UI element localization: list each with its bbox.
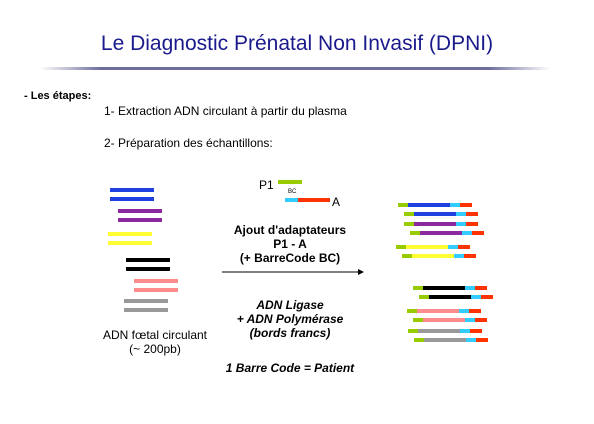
enzymes-label: ADN Ligase + ADN Polymérase (bords franc…	[205, 298, 375, 340]
fragment-strand	[134, 288, 178, 292]
ligated-p1	[407, 309, 417, 313]
ligated-a	[460, 203, 472, 207]
ligated-p1	[413, 318, 423, 322]
ligated-barcode	[465, 318, 475, 322]
ligated-a	[476, 338, 488, 342]
ligated-barcode	[456, 222, 466, 226]
ligated-a	[470, 329, 482, 333]
slide-title: Le Diagnostic Prénatal Non Invasif (DPNI…	[100, 32, 494, 55]
ligated-fragments	[396, 203, 493, 342]
enzyme-line-1: ADN Ligase	[256, 298, 324, 312]
ligated-a	[458, 245, 470, 249]
barcode-strand	[285, 198, 298, 202]
ligated-insert	[406, 245, 448, 249]
fetal-dna-label: ADN fœtal circulant (~ 200pb)	[80, 328, 230, 356]
ligated-insert	[423, 286, 465, 290]
ligated-a	[472, 231, 484, 235]
ligated-a	[466, 222, 478, 226]
ligated-p1	[398, 203, 408, 207]
process-arrow	[222, 269, 364, 275]
fragment-strand	[124, 308, 168, 312]
ligated-insert	[418, 329, 460, 333]
ligated-insert	[429, 295, 471, 299]
enzyme-line-2: + ADN Polymérase	[236, 312, 344, 326]
adapter-line-3: (+ BarreCode BC)	[239, 251, 341, 265]
ligated-a	[475, 318, 487, 322]
barcode-rule: 1 Barre Code = Patient	[225, 361, 355, 375]
ligated-insert	[423, 318, 465, 322]
p1-adapter-strand	[278, 180, 302, 184]
ligated-insert	[424, 338, 466, 342]
ligated-insert	[408, 203, 450, 207]
fragment-strand	[108, 232, 152, 236]
ligated-p1	[419, 295, 429, 299]
fetal-dna-fragments	[108, 188, 178, 312]
fragment-strand	[110, 188, 154, 192]
adapter-ligation-label: Ajout d'adaptateurs P1 - A (+ BarreCode …	[210, 223, 370, 265]
fragment-strand	[110, 197, 154, 201]
ligated-insert	[412, 254, 454, 258]
ligated-barcode	[466, 338, 476, 342]
a-label: A	[332, 195, 341, 209]
fragment-strand	[124, 299, 168, 303]
adapter-schematic	[278, 180, 330, 202]
enzyme-line-3: (bords francs)	[249, 326, 331, 340]
ligated-p1	[402, 254, 412, 258]
ligated-barcode	[465, 286, 475, 290]
p1-label: P1	[259, 178, 274, 192]
ligated-p1	[404, 222, 414, 226]
fetal-dna-line-2: (~ 200pb)	[129, 342, 181, 356]
adapter-line-1: Ajout d'adaptateurs	[233, 223, 347, 237]
step-preparation: 2- Préparation des échantillons:	[104, 136, 273, 150]
ligated-a	[481, 295, 493, 299]
barcode-label: BC	[288, 189, 297, 195]
ligated-p1	[410, 231, 420, 235]
fragment-strand	[134, 279, 178, 283]
step-extraction: 1- Extraction ADN circulant à partir du …	[104, 104, 347, 118]
ligated-a	[464, 254, 476, 258]
ligated-barcode	[471, 295, 481, 299]
ligated-barcode	[462, 231, 472, 235]
ligated-p1	[404, 212, 414, 216]
ligated-barcode	[454, 254, 464, 258]
ligated-barcode	[459, 309, 469, 313]
ligated-barcode	[456, 212, 466, 216]
ligated-p1	[414, 338, 424, 342]
fragment-strand	[118, 209, 162, 213]
ligated-insert	[420, 231, 462, 235]
fetal-dna-line-1: ADN fœtal circulant	[102, 328, 208, 342]
ligated-a	[475, 286, 487, 290]
steps-heading: - Les étapes:	[24, 90, 92, 102]
ligated-a	[469, 309, 481, 313]
fragment-strand	[126, 258, 170, 262]
ligated-p1	[396, 245, 406, 249]
ligated-insert	[414, 222, 456, 226]
ligated-barcode	[460, 329, 470, 333]
a-adapter-strand	[298, 198, 330, 202]
ligated-insert	[417, 309, 459, 313]
adapter-line-2: P1 - A	[273, 237, 307, 251]
ligated-barcode	[448, 245, 458, 249]
ligated-p1	[408, 329, 418, 333]
ligated-barcode	[450, 203, 460, 207]
fragment-strand	[108, 241, 152, 245]
ligated-a	[466, 212, 478, 216]
fragment-strand	[126, 267, 170, 271]
fragment-strand	[118, 218, 162, 222]
title-divider	[40, 67, 550, 70]
ligated-p1	[413, 286, 423, 290]
ligated-insert	[414, 212, 456, 216]
